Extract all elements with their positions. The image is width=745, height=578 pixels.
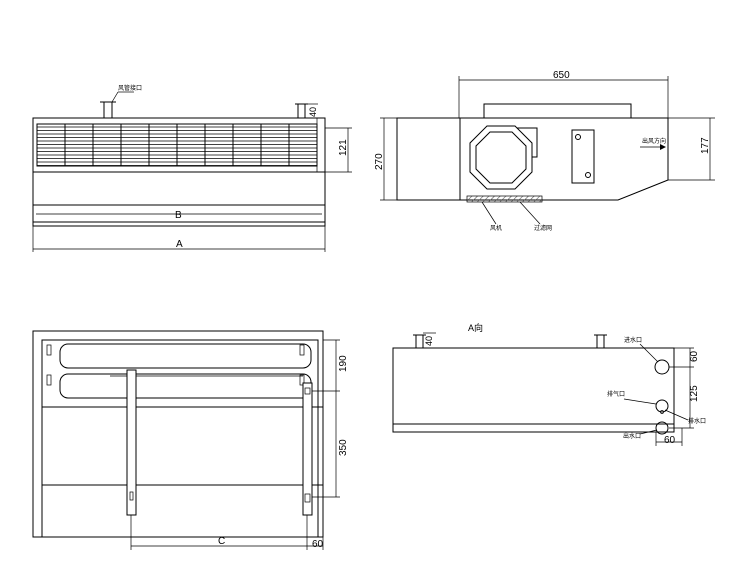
bottom-filter-bar-lower xyxy=(59,373,312,399)
front-dim-a: A xyxy=(176,239,183,250)
bottom-hanger-left xyxy=(126,369,137,516)
bottom-outer xyxy=(32,330,324,538)
bottom-view: 190 350 C 60 xyxy=(32,330,349,550)
side-callout-fan: 风机 xyxy=(490,224,502,232)
bottom-dim-c: C xyxy=(218,536,225,547)
front-view: 风管接口 40 121 B A xyxy=(32,84,352,252)
rear-callout-drain: 排水口 xyxy=(688,417,706,425)
front-dim-121: 121 xyxy=(338,139,349,156)
rear-exhaust-port xyxy=(655,399,669,413)
rear-dim-125: 125 xyxy=(689,385,700,402)
side-filter xyxy=(466,195,543,203)
side-callout-filter: 过滤网 xyxy=(534,224,552,232)
side-dim-650: 650 xyxy=(553,70,570,81)
front-top-connector-right xyxy=(295,103,308,119)
side-control-plate xyxy=(571,129,595,184)
front-dim-40: 40 xyxy=(308,107,318,117)
bottom-dim-350: 350 xyxy=(338,439,349,456)
side-dim-270: 270 xyxy=(374,153,385,170)
rear-view-label: A向 xyxy=(468,322,483,333)
rear-dim-60-top: 60 xyxy=(689,350,700,362)
rear-callout-inlet: 进水口 xyxy=(624,336,642,344)
front-grille xyxy=(36,123,318,167)
rear-dim-60-bottom: 60 xyxy=(664,435,676,446)
bottom-dim-60: 60 xyxy=(312,539,324,550)
front-callout-duct: 风管接口 xyxy=(118,84,142,92)
side-dim-177: 177 xyxy=(700,137,711,154)
side-fan-octagon xyxy=(469,125,533,190)
side-view: 650 270 177 出风方向 风机 过滤网 xyxy=(374,70,715,232)
side-outline xyxy=(396,117,669,201)
bottom-inner xyxy=(41,339,319,538)
rear-top-connector-right xyxy=(596,334,605,349)
rear-dim-40: 40 xyxy=(424,336,434,346)
rear-body xyxy=(392,347,675,433)
bottom-filter-bar-upper xyxy=(59,343,312,369)
side-fan-octagon-inner xyxy=(475,131,527,184)
bottom-hanger-right xyxy=(302,382,313,516)
side-top-box xyxy=(483,103,632,119)
rear-view: A向 40 进水口 排气口 排水口 出水口 60 125 xyxy=(392,322,706,446)
side-flow-label: 出风方向 xyxy=(642,137,666,145)
rear-callout-outlet: 出水口 xyxy=(623,432,641,440)
bottom-dim-190: 190 xyxy=(338,355,349,372)
rear-callout-exhaust: 排气口 xyxy=(607,390,625,398)
rear-inlet-port xyxy=(654,359,670,375)
rear-outlet-port xyxy=(655,421,669,435)
front-dim-b: B xyxy=(175,210,182,221)
front-top-connector-left xyxy=(100,101,116,119)
rear-top-connector-left xyxy=(415,334,424,349)
